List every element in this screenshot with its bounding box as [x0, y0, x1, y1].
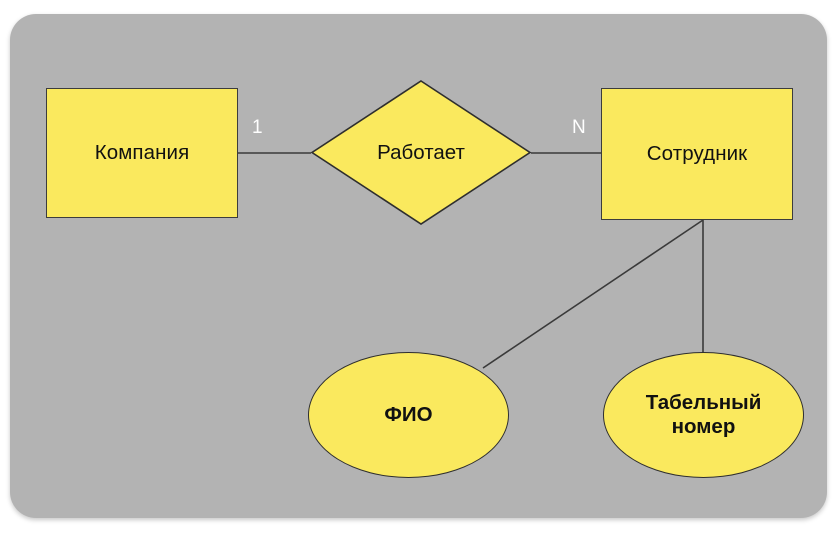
attribute-fio-label: ФИО — [384, 402, 433, 426]
entity-employee-label: Сотрудник — [646, 142, 748, 165]
attribute-fio[interactable]: ФИО — [308, 352, 509, 478]
diamond-shape — [310, 80, 532, 225]
entity-employee[interactable]: Сотрудник — [601, 88, 793, 220]
attribute-tabnum-label: Табельный номер — [646, 391, 762, 439]
attribute-tabnum-label-line1: Табельный — [645, 390, 762, 414]
entity-company[interactable]: Компания — [46, 88, 238, 218]
cardinality-n: N — [572, 117, 586, 138]
connector-employee-fio — [482, 219, 704, 369]
entity-company-label: Компания — [94, 141, 190, 164]
attribute-tabnum-label-line2: номер — [671, 415, 736, 438]
relationship-works[interactable]: Работает — [310, 79, 532, 226]
relationship-works-label: Работает — [377, 140, 465, 164]
cardinality-one: 1 — [252, 117, 263, 138]
attribute-tabnum[interactable]: Табельный номер — [603, 352, 804, 478]
